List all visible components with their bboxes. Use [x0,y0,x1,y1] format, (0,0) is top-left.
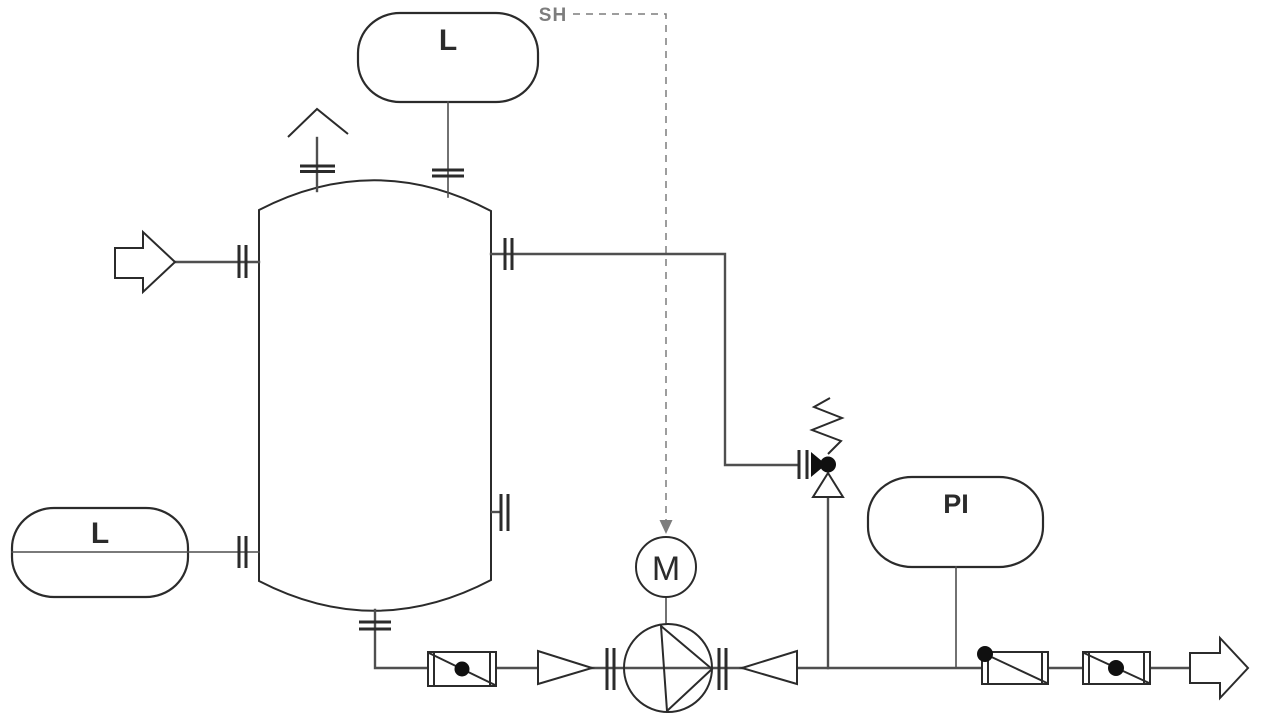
flange-pump-discharge-icon [717,648,728,690]
outlet-flow-arrow-icon [1189,635,1250,701]
flange-right-nozzle-icon [503,238,514,270]
pressure-indicator-label: PI [943,489,969,519]
flange-inlet-icon [237,245,248,278]
centrifugal-pump [623,623,714,714]
check-valve-1-icon [427,651,497,687]
safety-relief-valve-icon [797,397,845,498]
labels: L L PI M SH [91,5,969,588]
pipe-vessel-to-relief-valve [489,252,801,467]
flange-vent-icon [300,164,335,173]
inlet-flow-arrow-icon [114,229,177,295]
process-pipes [173,136,1192,670]
motor-label: M [652,550,680,588]
check-valve-3-icon [1082,651,1151,685]
pipe-vessel-bottom-outlet [373,608,430,670]
spring-icon [809,397,845,455]
reducer-discharge-icon [738,649,798,686]
signal-lines [573,13,673,534]
components [114,107,1250,714]
signal-tag-label: SH [539,5,567,26]
pump-impeller-icon [659,623,714,714]
instrument-lines [11,101,957,669]
flange-top-level-icon [432,168,464,178]
motor-circle [635,536,697,598]
signal-arrowhead-icon [659,520,673,534]
flange-bottom-outlet-icon [359,620,391,631]
check-valve-2-icon [977,646,1049,685]
flange-side-level-icon [237,536,248,568]
vessel [258,179,492,612]
interlock-signal-line [573,13,667,520]
vessel-and-bubbles [10,11,1045,612]
top-level-instrument-label: L [439,24,457,57]
vent-icon [287,107,349,138]
flange-pump-suction-icon [605,648,616,690]
flange-stub-nozzle-icon [499,494,510,531]
reducer-suction-icon [537,649,596,686]
side-level-instrument-label: L [91,517,109,550]
